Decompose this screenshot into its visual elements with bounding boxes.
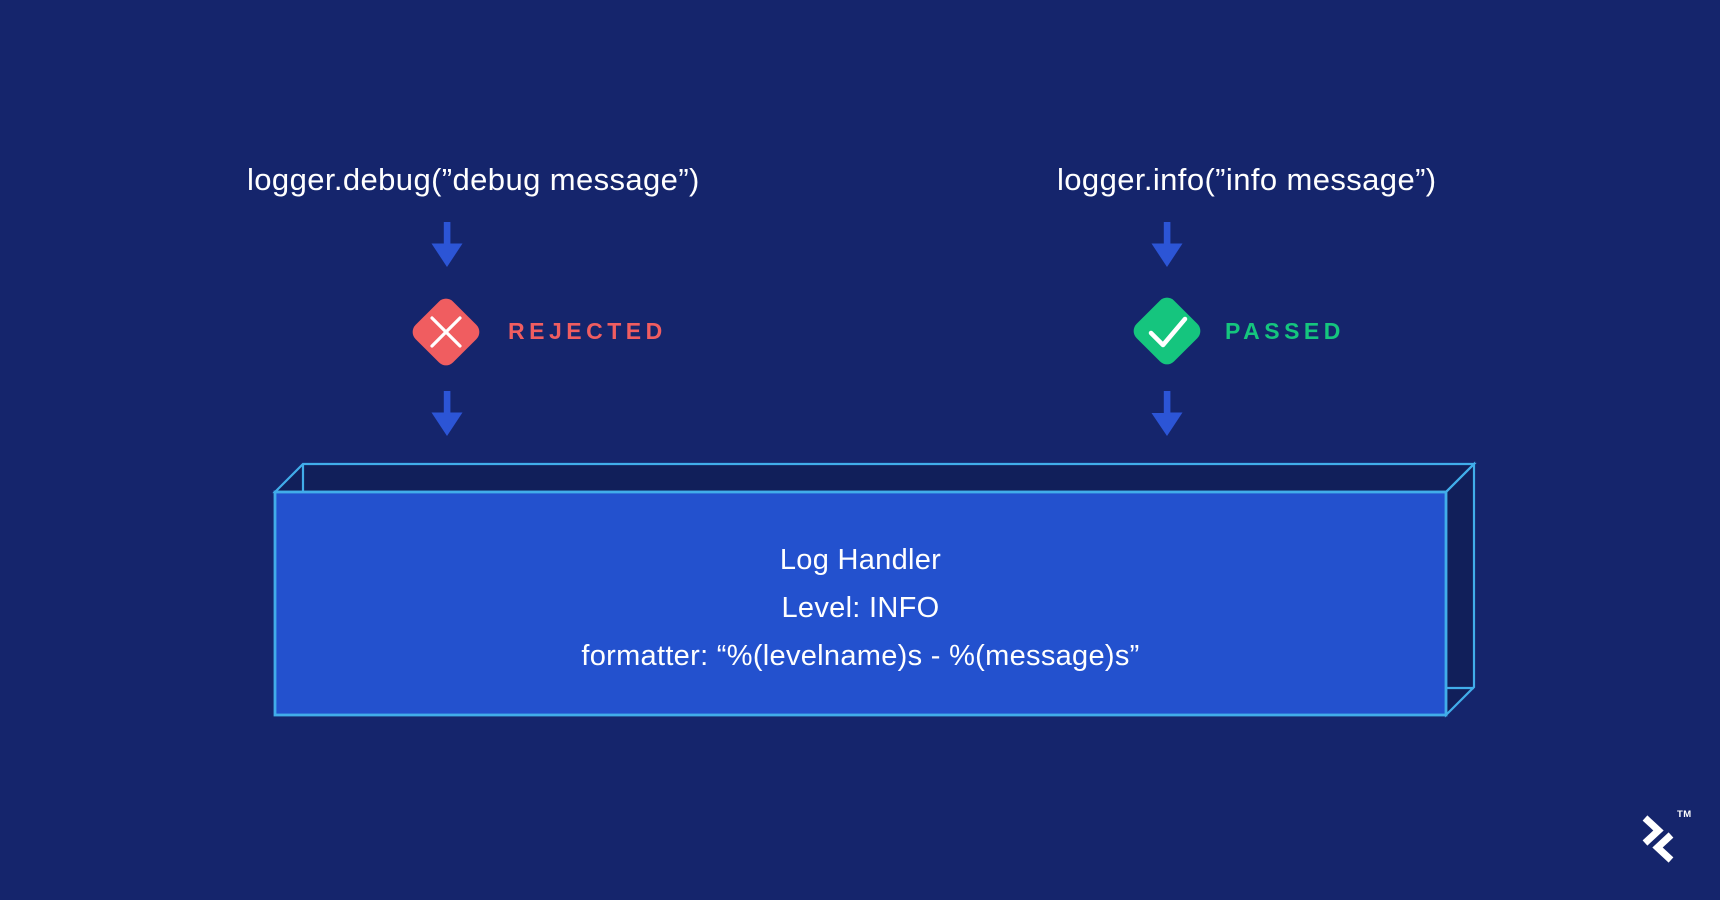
box-right-face <box>1444 461 1476 718</box>
toptal-logo <box>1642 815 1674 863</box>
trademark-label: TM <box>1677 809 1692 820</box>
x-icon <box>430 316 462 348</box>
info-call-text: logger.info(”info message”) <box>1057 162 1437 197</box>
rejected-diamond <box>412 298 480 366</box>
debug-call-text: logger.debug(”debug message”) <box>247 162 700 197</box>
handler-formatter: formatter: “%(levelname)s - %(message)s” <box>581 639 1140 672</box>
box-top-face <box>272 462 1477 494</box>
down-arrow-icon <box>1151 391 1183 436</box>
box-front-face <box>273 490 1448 717</box>
handler-title: Log Handler <box>779 543 942 576</box>
down-arrow-icon <box>431 222 463 267</box>
check-icon <box>1148 316 1188 348</box>
passed-label: PASSED <box>1225 318 1345 344</box>
down-arrow-icon <box>431 391 463 436</box>
rejected-label: REJECTED <box>508 318 667 344</box>
handler-level: Level: INFO <box>781 591 940 624</box>
passed-diamond <box>1133 297 1201 365</box>
down-arrow-icon <box>1151 222 1183 267</box>
log-handler-text: Log Handler Level: INFO formatter: “%(le… <box>275 492 1446 715</box>
